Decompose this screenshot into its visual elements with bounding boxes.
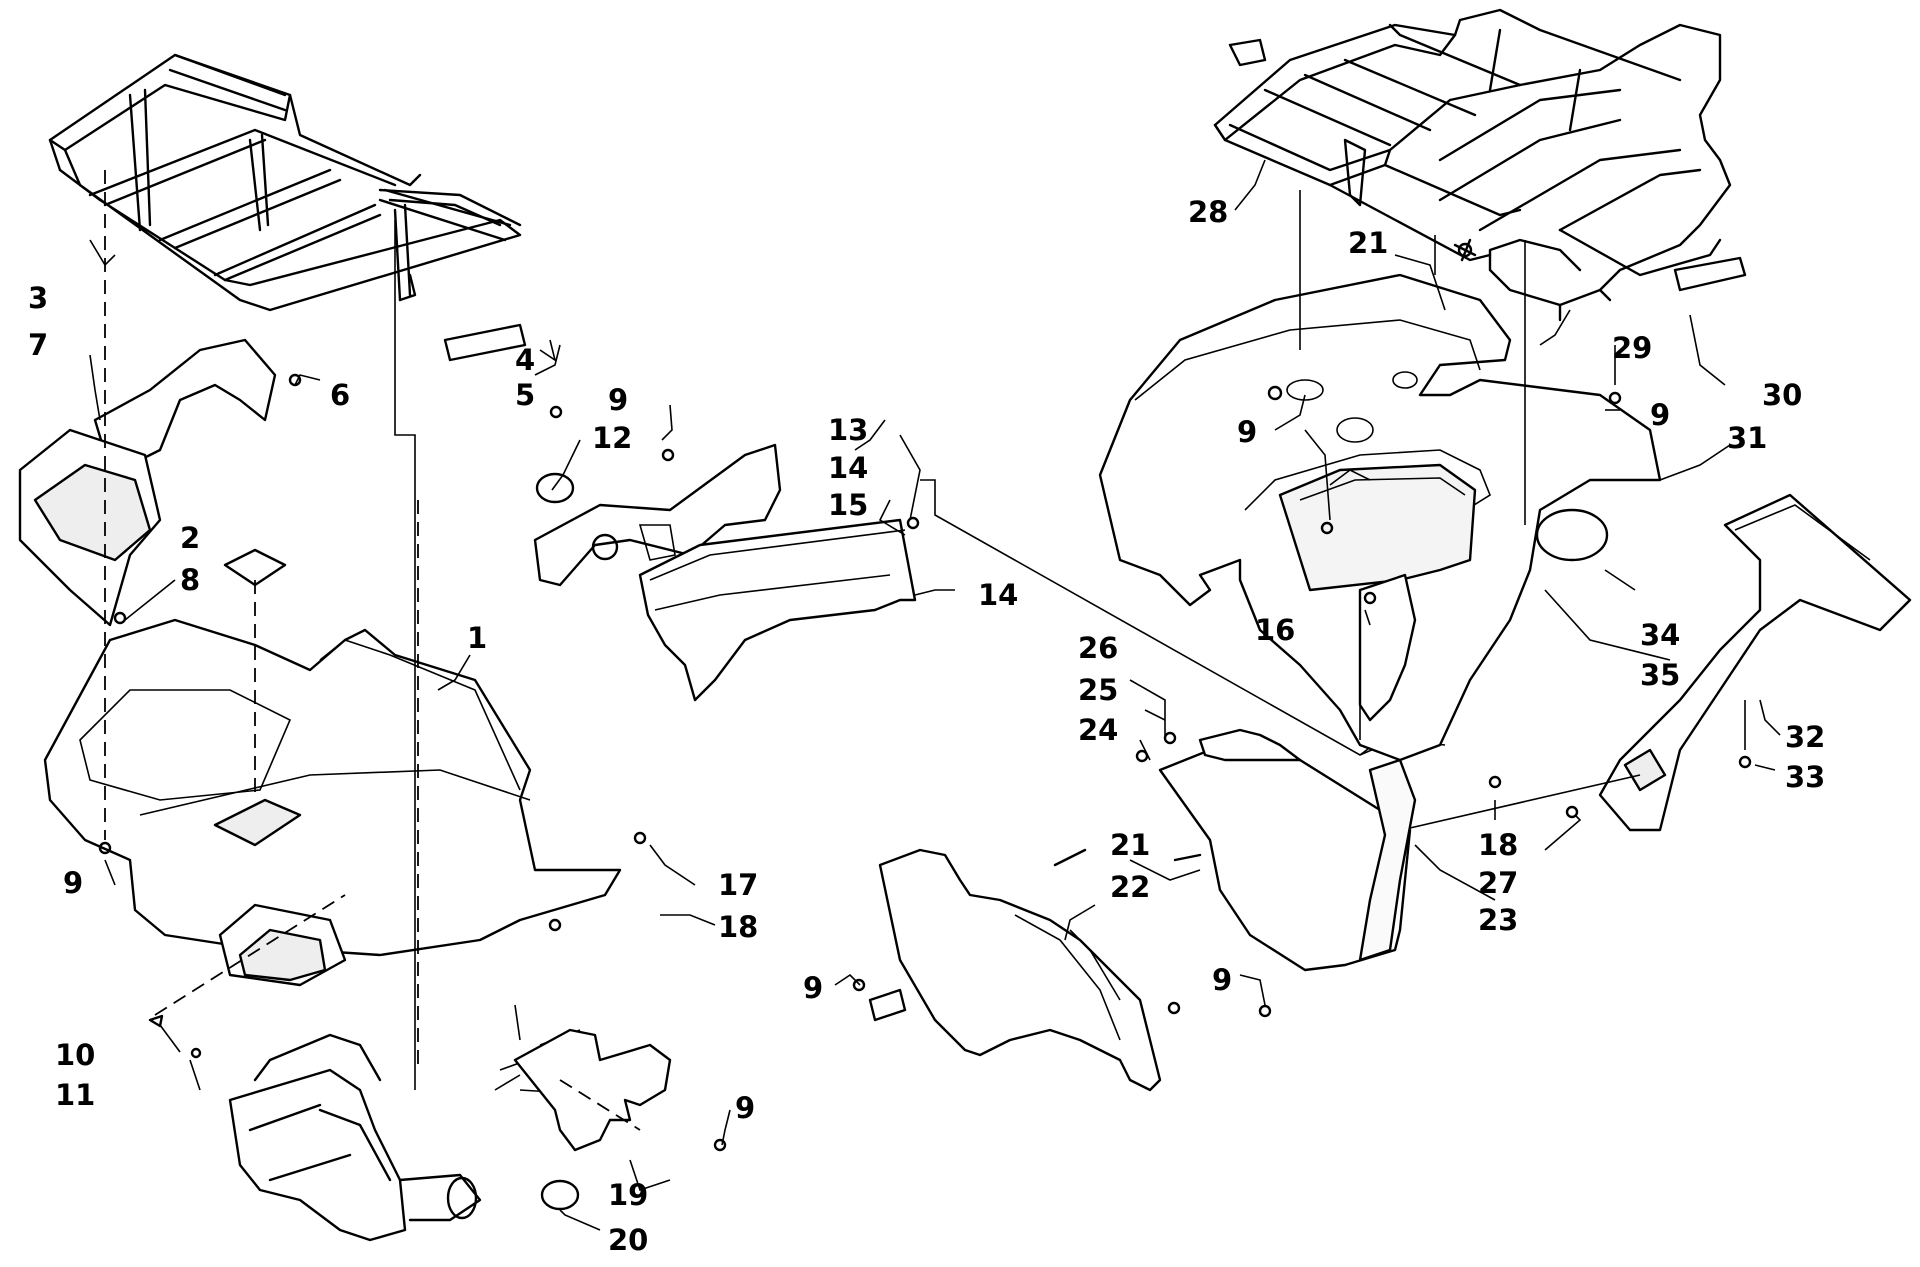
callout-4: 4 — [515, 343, 535, 377]
rear-body-panel — [1098, 273, 1662, 762]
callout-18-front: 18 — [718, 910, 758, 944]
leader-lines — [89, 159, 1781, 1231]
callout-16: 16 — [1255, 613, 1295, 647]
callout-27: 27 — [1478, 866, 1518, 900]
footwell-panel — [878, 848, 1162, 1092]
callout-14-bottom: 14 — [978, 578, 1018, 612]
callout-11: 11 — [55, 1078, 95, 1112]
front-fender-extension — [18, 338, 277, 627]
callout-9-panel: 9 — [608, 383, 628, 417]
callout-9-rear-left: 9 — [1237, 415, 1257, 449]
callout-10: 10 — [55, 1038, 95, 1072]
dash-line-clip — [154, 894, 346, 1016]
callout-30: 30 — [1762, 378, 1802, 412]
rear-fender-extension — [1598, 493, 1912, 832]
callout-15: 15 — [828, 488, 868, 522]
mount-bracket-assembly — [494, 1004, 727, 1211]
callout-3: 3 — [28, 281, 48, 315]
callout-1: 1 — [467, 621, 487, 655]
callout-9-footwell-left: 9 — [803, 971, 823, 1005]
rear-mud-flap — [1158, 728, 1417, 972]
callout-32: 32 — [1785, 720, 1825, 754]
callout-14-top: 14 — [828, 451, 868, 485]
callout-18-rear: 18 — [1478, 828, 1518, 862]
vent-cover — [223, 548, 287, 587]
callout-5: 5 — [515, 378, 535, 412]
callout-34: 34 — [1640, 618, 1680, 652]
left-side-panel — [533, 443, 782, 587]
front-body-panel — [43, 618, 622, 987]
frame-bracket — [228, 1033, 482, 1242]
callout-26: 26 — [1078, 631, 1118, 665]
callout-13: 13 — [828, 413, 868, 447]
callout-labels: 1 2 3 4 5 6 7 8 9 10 11 9 12 13 14 15 14… — [28, 195, 1825, 1257]
callout-9-front: 9 — [63, 866, 83, 900]
callout-35: 35 — [1640, 658, 1680, 692]
callout-25: 25 — [1078, 673, 1118, 707]
callout-23: 23 — [1478, 903, 1518, 937]
callout-22: 22 — [1110, 870, 1150, 904]
fastener-group-rear — [852, 238, 1752, 1022]
callout-7: 7 — [28, 328, 48, 362]
callout-6: 6 — [330, 378, 350, 412]
callout-9-footwell-right: 9 — [1212, 963, 1232, 997]
callout-31: 31 — [1727, 421, 1767, 455]
callout-20: 20 — [608, 1223, 648, 1257]
rear-divider-line — [1409, 774, 1641, 829]
callout-28: 28 — [1188, 195, 1228, 229]
callout-29: 29 — [1612, 331, 1652, 365]
callout-2: 2 — [180, 521, 200, 555]
callout-9-bracket: 9 — [735, 1091, 755, 1125]
callout-9-rear-right: 9 — [1650, 398, 1670, 432]
callout-17: 17 — [718, 868, 758, 902]
right-side-panel — [638, 516, 920, 702]
fastener-group-front — [98, 323, 647, 1059]
callout-21-top: 21 — [1348, 226, 1388, 260]
front-rack — [48, 53, 522, 312]
callout-8: 8 — [180, 563, 200, 597]
callout-12: 12 — [592, 421, 632, 455]
center-line-front — [394, 220, 416, 1090]
callout-33: 33 — [1785, 760, 1825, 794]
rear-rack — [1213, 8, 1747, 322]
callout-24: 24 — [1078, 713, 1118, 747]
callout-21-bottom: 21 — [1110, 828, 1150, 862]
callout-19: 19 — [608, 1178, 648, 1212]
